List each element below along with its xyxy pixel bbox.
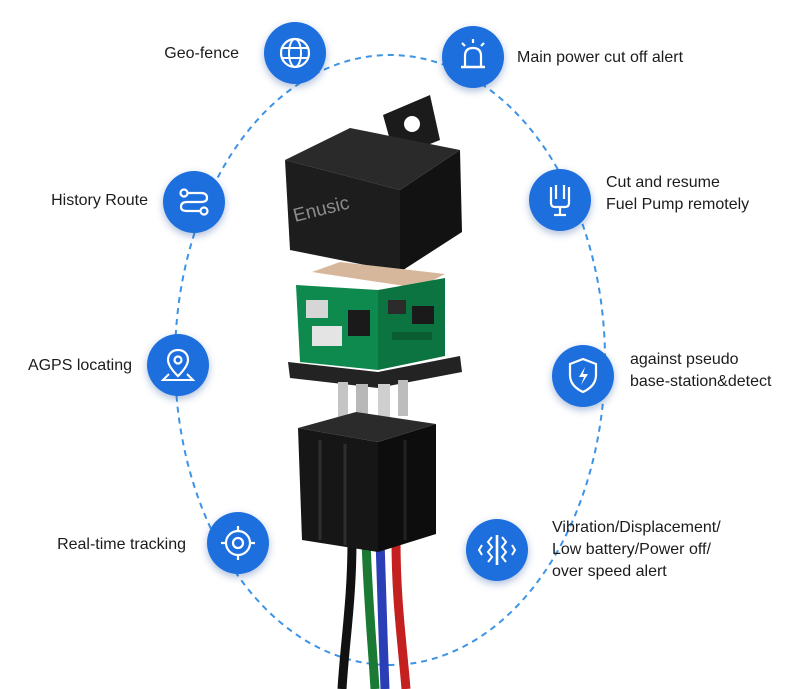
- pseudo-base-icon-badge: [552, 345, 614, 407]
- siren-icon: [461, 39, 485, 69]
- pcb-module: [288, 262, 462, 426]
- fuel-pump-label-line: Cut and resume: [606, 174, 720, 191]
- pseudo-base-label: against pseudo base-station&detect: [630, 349, 771, 393]
- real-time-tracking-icon-badge: [207, 512, 269, 574]
- wire-black: [337, 539, 357, 689]
- main-power-alert-icon-badge: [442, 26, 504, 88]
- agps-locating-icon-badge: [147, 334, 209, 396]
- shield-bolt-icon: [568, 357, 598, 394]
- wire-green: [361, 539, 380, 689]
- vibration-label: Vibration/Displacement/ Low battery/Powe…: [552, 517, 721, 583]
- crosshair-icon: [221, 526, 255, 560]
- vibration-label-line: over speed alert: [552, 563, 667, 580]
- fuel-pump-label-line: Fuel Pump remotely: [606, 196, 750, 213]
- map-pin-icon: [160, 348, 196, 381]
- geo-fence-label: Geo-fence: [164, 45, 239, 62]
- globe-icon: [279, 37, 311, 69]
- fuel-pump-icon-badge: [529, 169, 591, 231]
- wires: [337, 539, 411, 689]
- pseudo-base-label-line: base-station&detect: [630, 373, 772, 390]
- geo-fence-icon-badge: [264, 22, 326, 84]
- wire-blue: [375, 539, 390, 689]
- fuel-pump-icon: [549, 185, 571, 217]
- history-route-label: History Route: [51, 192, 148, 209]
- vibration-label-line: Vibration/Displacement/: [552, 519, 721, 536]
- agps-locating-label: AGPS locating: [27, 357, 132, 374]
- real-time-tracking-label: Real-time tracking: [57, 536, 186, 553]
- route-icon: [179, 188, 209, 216]
- relay-cap: Enusic: [285, 95, 462, 272]
- vibration-icon-badge: [466, 519, 528, 581]
- vibration-label-line: Low battery/Power off/: [552, 541, 711, 558]
- wire-red: [391, 539, 411, 689]
- mounting-hole: [404, 116, 420, 132]
- history-route-icon-badge: [163, 171, 225, 233]
- vibration-icon: [477, 535, 517, 565]
- pseudo-base-label-line: against pseudo: [630, 351, 739, 368]
- fuel-pump-label: Cut and resume Fuel Pump remotely: [606, 172, 749, 216]
- wire-connector: [298, 412, 436, 552]
- main-power-alert-label: Main power cut off alert: [517, 49, 684, 66]
